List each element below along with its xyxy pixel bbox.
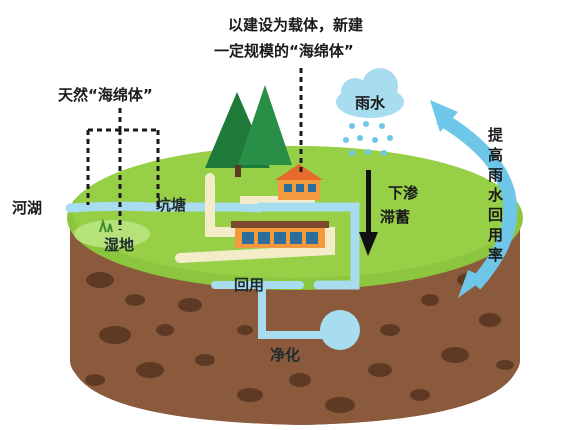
- infiltrate-arrow: [359, 170, 378, 256]
- label-natural-sponge: 天然“海绵体”: [58, 86, 153, 104]
- house-icon: [275, 164, 323, 200]
- water-channel: [255, 202, 360, 290]
- label-store: 滞蓄: [380, 208, 410, 226]
- callout-dashes: [86, 68, 303, 230]
- tree-icon-2: [238, 85, 292, 165]
- reuse-pipe: [211, 281, 334, 339]
- label-reuse: 回用: [234, 276, 264, 294]
- wetland-pond: [74, 220, 150, 248]
- recycle-arrow-icon: [430, 100, 518, 298]
- label-improve-reuse-rate: 提 高 雨 水 回 用 率: [488, 126, 508, 264]
- raindrops: [343, 121, 393, 156]
- label-purify: 净化: [270, 346, 300, 364]
- label-river-lake: 河湖: [12, 199, 42, 217]
- purify-tank: [320, 310, 360, 350]
- label-new-sponge-line2: 一定规模的“海绵体”: [214, 42, 354, 60]
- label-infiltrate: 下渗: [388, 184, 419, 202]
- soil-stones: [85, 272, 514, 413]
- building-icon: [231, 221, 329, 248]
- label-pond: 坑塘: [156, 196, 186, 214]
- label-rain: 雨水: [355, 94, 386, 112]
- label-wetland: 湿地: [104, 236, 134, 254]
- footpath: [175, 173, 335, 263]
- cloud-icon: [336, 68, 404, 118]
- label-new-sponge-line1: 以建设为载体，新建: [228, 16, 364, 34]
